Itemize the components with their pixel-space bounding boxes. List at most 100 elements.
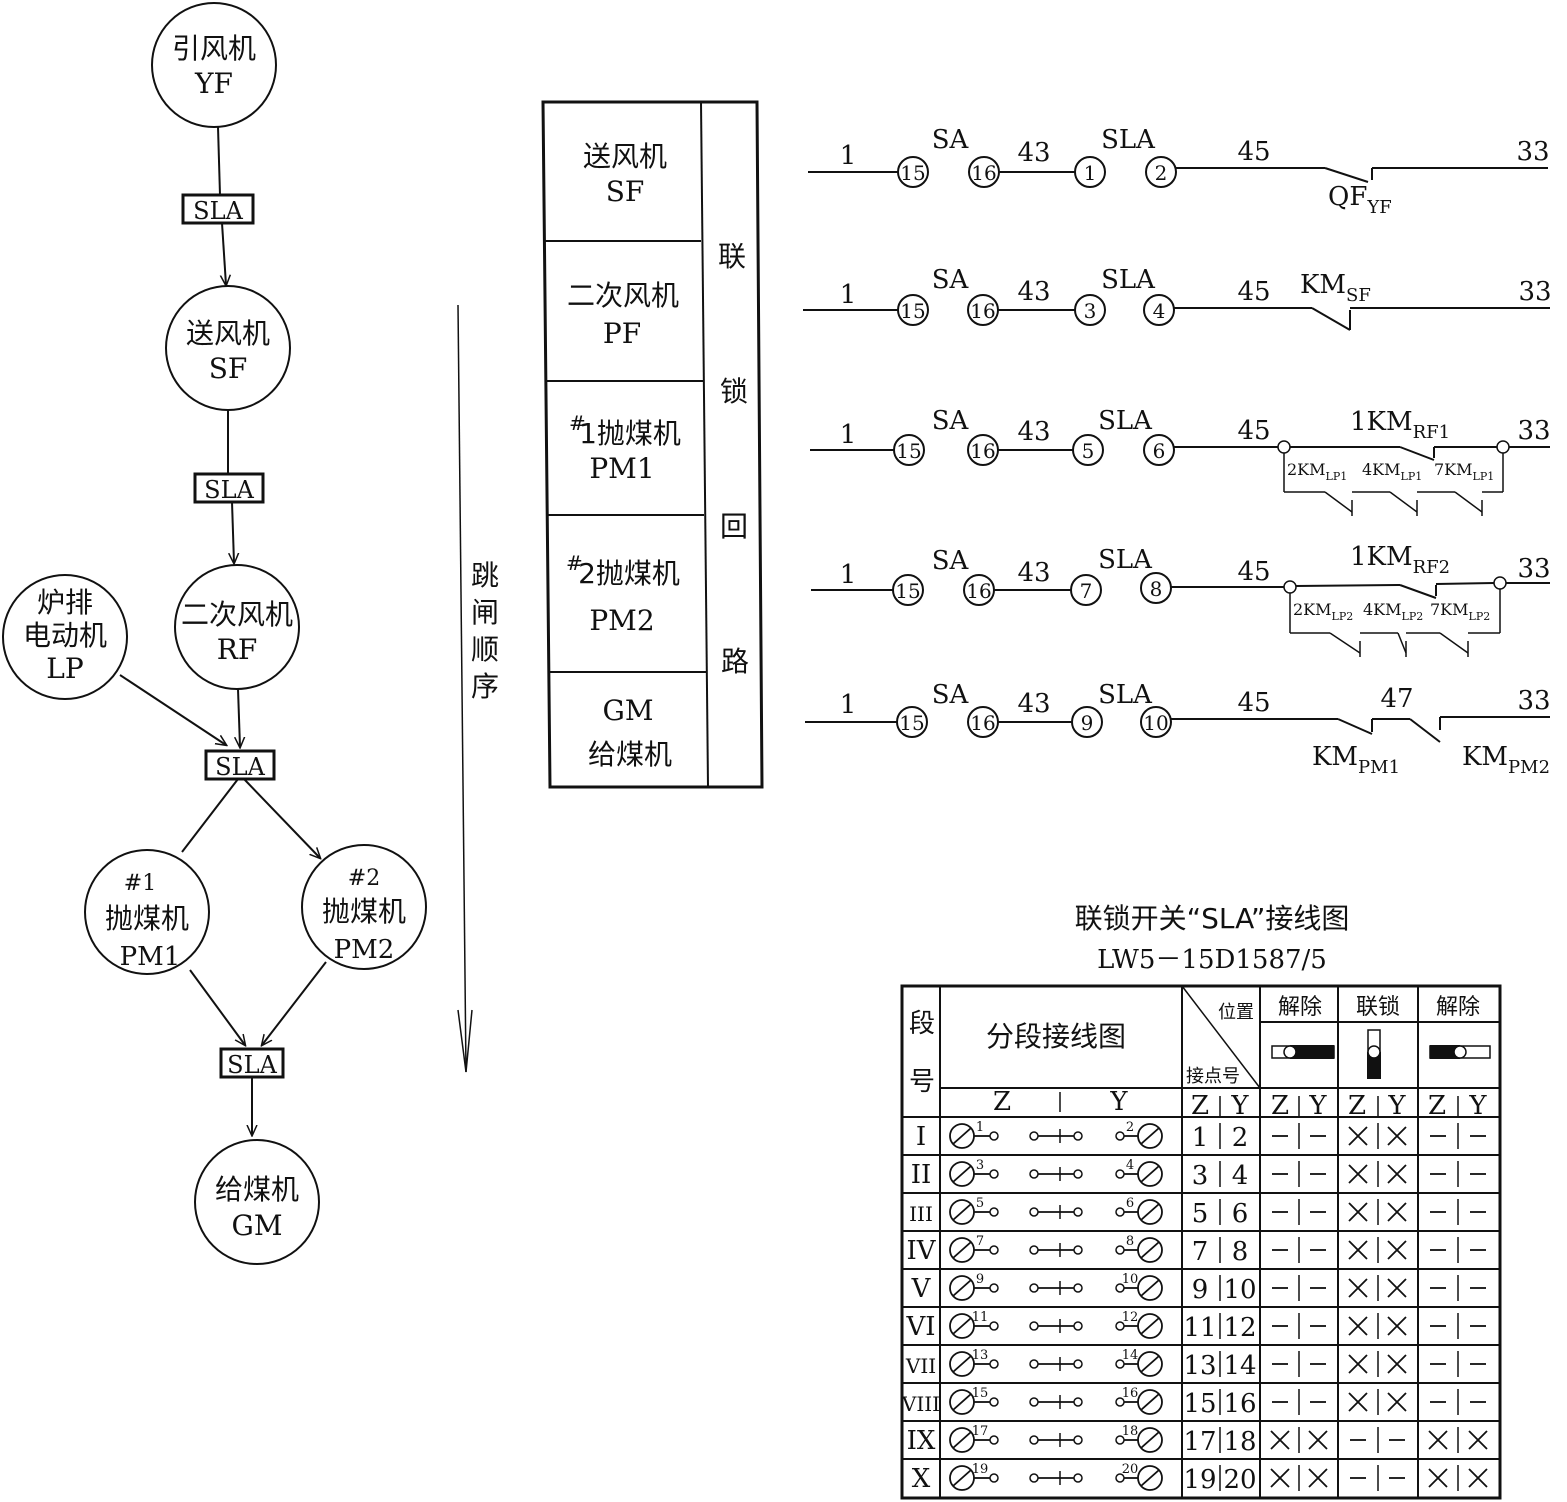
sla-contact-y: Y (1230, 1091, 1249, 1121)
sla-p3-y: Y (1468, 1091, 1487, 1121)
circuit-3-kmrf1: 1KMRF1 (1350, 407, 1450, 443)
sla-header-wiring: 分段接线图 (986, 1020, 1126, 1053)
sla-row-contact-a: 13 (1183, 1351, 1216, 1381)
sla-box-1-label: SLA (193, 197, 243, 225)
circuit-3-a: 5 (1082, 439, 1095, 463)
circuit-2-sla: SLA (1101, 265, 1156, 295)
sla-header-hao: 号 (909, 1067, 935, 1097)
circuit-1-sla: SLA (1101, 125, 1156, 155)
node-lp-label2: 电动机 (23, 619, 107, 652)
circuit-1-b: 2 (1155, 161, 1168, 185)
sla-row-segment: VII (905, 1354, 936, 1378)
trip-order-char-2: 闸 (471, 596, 499, 629)
circuit-row-3: 1 15 SA 16 43 5 SLA 6 45 33 1KMRF1 (810, 406, 1551, 516)
node-pm1 (84, 849, 210, 975)
sla-row-contact-b: 14 (1223, 1351, 1256, 1381)
sla-row-contact-b: 10 (1223, 1275, 1256, 1305)
node-yf (151, 2, 277, 128)
circuit-1-c16: 16 (971, 161, 996, 185)
sla-table-title: 联锁开关“SLA”接线图 (1075, 902, 1350, 935)
sla-row-state-z (1348, 1354, 1368, 1374)
table-row-1-label: 送风机 (583, 140, 667, 173)
circuit-5-c16: 16 (970, 711, 995, 735)
node-yf-code: YF (194, 67, 233, 100)
circuit-4-kmrf2: 1KMRF2 (1350, 542, 1450, 578)
node-rf (174, 564, 300, 690)
node-rf-code: RF (217, 633, 258, 666)
circuit-3-n45: 45 (1237, 416, 1270, 446)
table-row-3-code: PM1 (589, 452, 654, 485)
circuit-5-b: 10 (1143, 711, 1168, 735)
sla-row-left-num: 1 (976, 1120, 984, 1135)
handle-center-icon (1367, 1029, 1381, 1079)
interlock-char-4: 路 (721, 645, 749, 678)
circuit-4-sa: SA (932, 546, 970, 576)
table-row-3-label: 1抛煤机 (579, 417, 681, 450)
table-row-4-label: 2抛煤机 (578, 557, 680, 590)
interlock-table: 送风机 SF 二次风机 PF # 1抛煤机 PM1 # 2抛煤机 PM2 GM … (541, 100, 764, 789)
circuit-4-b: 8 (1150, 577, 1163, 601)
trip-order-arrow: 跳 闸 顺 序 (457, 304, 499, 1073)
sla-row-segment: II (911, 1160, 932, 1190)
sla-row-right-num: 16 (1122, 1386, 1139, 1401)
sla-row-segment: VI (905, 1312, 935, 1342)
node-yf-label: 引风机 (172, 32, 256, 65)
sla-row-state-z (1348, 1126, 1368, 1146)
node-pm1-code: PM1 (120, 942, 181, 972)
sla-row-state-z (1348, 1240, 1368, 1260)
sla-row-left-num: 3 (976, 1158, 984, 1173)
node-pm2-code: PM2 (334, 935, 395, 965)
sla-row-state-z (1270, 1430, 1290, 1450)
circuit-1-n45: 45 (1237, 137, 1270, 167)
node-sf-code: SF (209, 352, 248, 385)
circuit-3-lp1-c: 7KMLP1 (1434, 460, 1494, 483)
sla-row-state-y (1308, 1430, 1328, 1450)
sla-row-state-z (1348, 1278, 1368, 1298)
sla-row-left-num: 19 (972, 1462, 989, 1477)
table-row-5-label: 给煤机 (588, 738, 672, 771)
sla-row-contact-a: 19 (1183, 1465, 1216, 1495)
sla-row-contact-a: 7 (1192, 1237, 1209, 1267)
circuit-4-n1: 1 (840, 560, 857, 590)
sla-header-position: 位置 (1218, 1002, 1254, 1023)
sla-row-state-z (1348, 1392, 1368, 1412)
circuit-4-lp2-a: 2KMLP2 (1293, 600, 1353, 623)
sla-wiring-y: Y (1109, 1087, 1128, 1117)
sla-row-contact-b: 4 (1232, 1161, 1249, 1191)
sla-row-state-y (1468, 1430, 1488, 1450)
circuit-3-c16: 16 (970, 439, 995, 463)
table-row-2-code: PF (603, 317, 641, 350)
sla-row-contact-a: 15 (1183, 1389, 1216, 1419)
circuit-row-1: 1 15 SA 16 43 1 SLA 2 45 33 QFYF (808, 125, 1550, 218)
circuit-5-n47: 47 (1380, 684, 1413, 714)
table-row-4-code: PM2 (589, 604, 654, 637)
node-pm2-label: 抛煤机 (322, 895, 406, 928)
sla-row-state-z (1348, 1202, 1368, 1222)
circuit-3-n43: 43 (1017, 417, 1050, 447)
table-row-1-code: SF (606, 175, 645, 208)
circuit-5-n33: 33 (1517, 686, 1550, 716)
sla-row-right-num: 12 (1122, 1310, 1139, 1325)
circuit-5-kmpm2: KMPM2 (1462, 742, 1550, 778)
circuit-1-a: 1 (1084, 161, 1097, 185)
sla-row-right-num: 20 (1122, 1462, 1139, 1477)
circuit-4-sla: SLA (1098, 545, 1153, 575)
circuit-4-n33: 33 (1517, 554, 1550, 584)
sla-row-state-y (1308, 1468, 1328, 1488)
circuit-2-a: 3 (1084, 299, 1097, 323)
circuit-4-lp2-c: 7KMLP2 (1430, 600, 1490, 623)
sla-row-state-z (1348, 1164, 1368, 1184)
sla-row-right-num: 10 (1122, 1272, 1139, 1287)
sla-row-state-y (1387, 1278, 1407, 1298)
sla-row-contact-b: 12 (1223, 1313, 1256, 1343)
sla-p2-y: Y (1387, 1091, 1406, 1121)
sla-row-state-y (1468, 1468, 1488, 1488)
sla-row-right-num: 18 (1122, 1424, 1139, 1439)
node-pm1-label: 抛煤机 (105, 902, 189, 935)
circuit-1-n33: 33 (1516, 137, 1549, 167)
sla-row-contact-a: 5 (1192, 1199, 1209, 1229)
sla-row-left-num: 7 (976, 1234, 984, 1249)
circuit-5-c15: 15 (899, 711, 924, 735)
sla-row-state-y (1387, 1202, 1407, 1222)
